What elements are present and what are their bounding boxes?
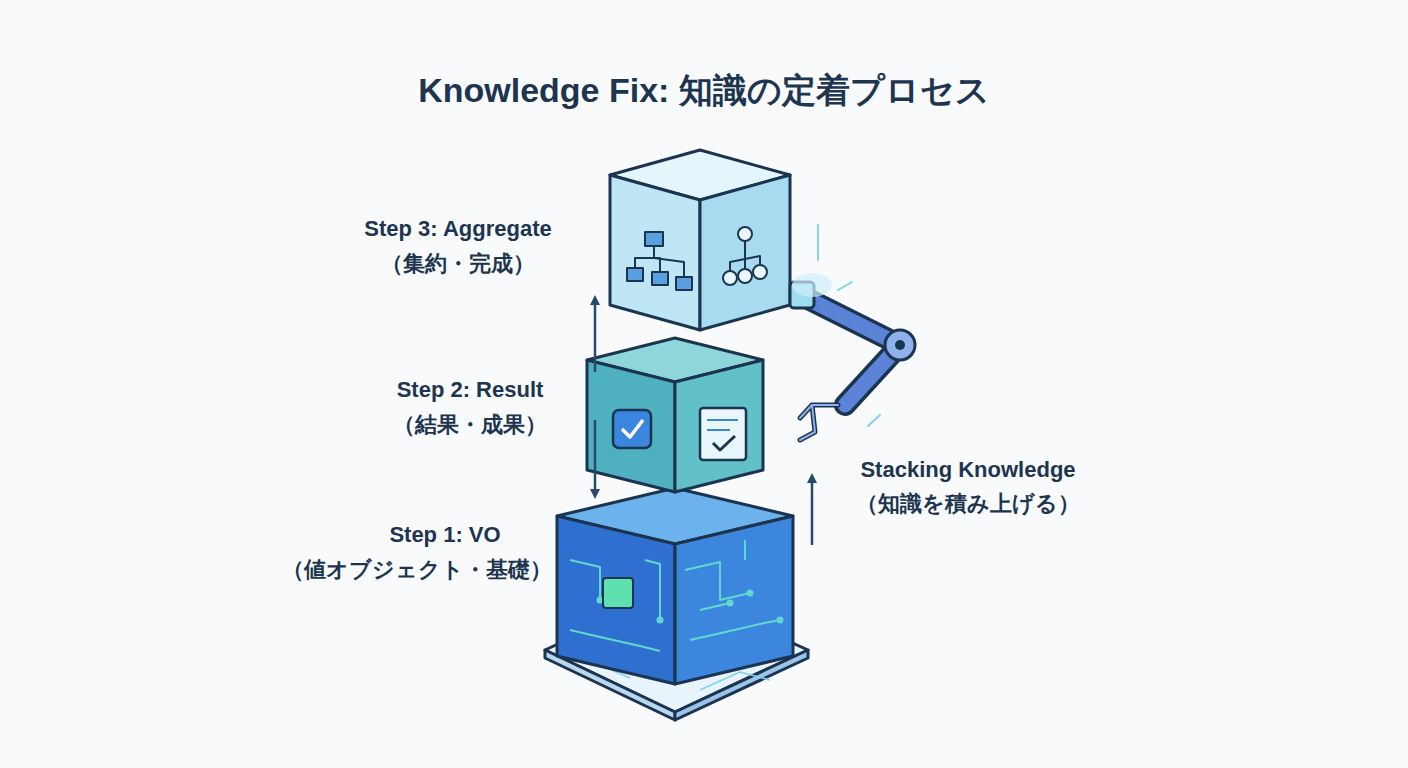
stack-arrows: [595, 300, 812, 545]
step-subtitle: （値オブジェクト・基礎）: [282, 557, 552, 583]
step-subtitle: （結果・成果）: [393, 412, 547, 438]
side-subtitle: （知識を積み上げる）: [856, 491, 1080, 517]
step-label: Step 3: Aggregate: [364, 216, 551, 242]
side-label: Stacking Knowledge: [860, 457, 1075, 483]
motion-lines: [818, 225, 880, 426]
step-subtitle: （集約・完成）: [381, 251, 535, 277]
result-cube: [587, 338, 763, 492]
vo-cube: [557, 488, 793, 684]
robot-arm: [790, 273, 915, 440]
step-label: Step 1: VO: [389, 522, 500, 548]
diagram-title: Knowledge Fix: 知識の定着プロセス: [418, 70, 990, 111]
step-label: Step 2: Result: [397, 377, 544, 403]
aggregate-cube: [610, 150, 790, 330]
